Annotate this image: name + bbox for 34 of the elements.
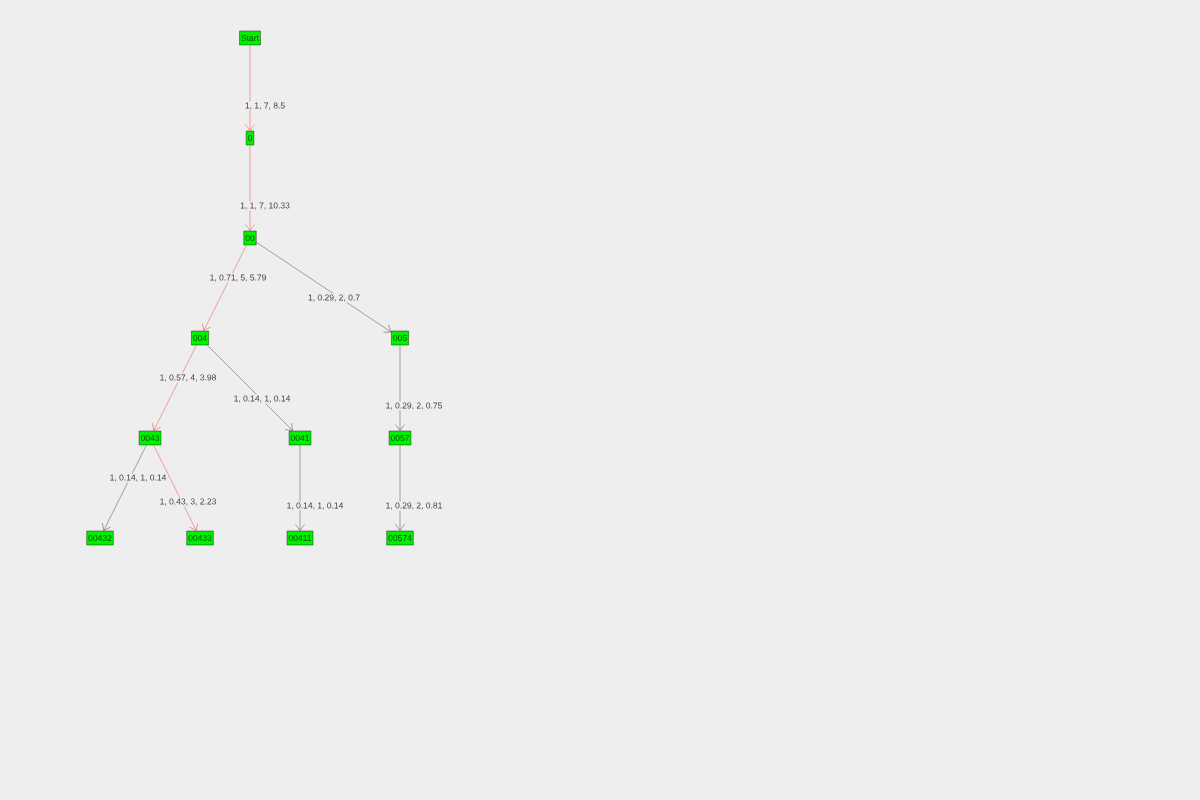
tree-node: 00574 xyxy=(386,530,414,546)
tree-node: 0041 xyxy=(288,430,312,446)
arrow xyxy=(245,145,255,231)
arrow xyxy=(395,345,405,431)
tree-node: 0 xyxy=(245,130,255,146)
edge-label: 1, 0.71, 5, 5.79 xyxy=(208,273,268,283)
tree-node: 00433 xyxy=(186,530,214,546)
edge-label: 1, 1, 7, 8.5 xyxy=(243,101,287,111)
edge-label: 1, 0.57, 4, 3.98 xyxy=(158,373,218,383)
edge-label: 1, 1, 7, 10.33 xyxy=(239,201,291,211)
tree-node: 005 xyxy=(391,330,409,346)
arrow xyxy=(256,242,392,333)
tree-node: 00432 xyxy=(86,530,114,546)
tree-node: 0057 xyxy=(388,430,412,446)
edge-label: 1, 0.14, 1, 0.14 xyxy=(108,473,168,483)
arrow xyxy=(152,345,197,431)
arrow xyxy=(153,445,198,531)
edge-label: 1, 0.43, 3, 2.23 xyxy=(158,497,218,507)
arrow xyxy=(295,445,305,531)
arrow xyxy=(245,45,255,131)
arrow xyxy=(102,445,147,531)
tree-node: 00411 xyxy=(286,530,314,546)
arrow xyxy=(202,245,247,331)
tree-node: Start xyxy=(239,30,261,46)
edge-label: 1, 0.29, 2, 0.81 xyxy=(384,501,444,511)
tree-node: 0043 xyxy=(138,430,162,446)
edge-label: 1, 0.14, 1, 0.14 xyxy=(285,501,345,511)
edge-label: 1, 0.29, 2, 0.75 xyxy=(384,401,444,411)
tree-node: 004 xyxy=(191,330,209,346)
arrow xyxy=(395,445,405,531)
tree-node: 00 xyxy=(243,230,257,246)
edge-label: 1, 0.14, 1, 0.14 xyxy=(232,394,292,404)
edge-label: 1, 0.29, 2, 0.7 xyxy=(307,293,361,303)
arrow xyxy=(207,345,293,431)
